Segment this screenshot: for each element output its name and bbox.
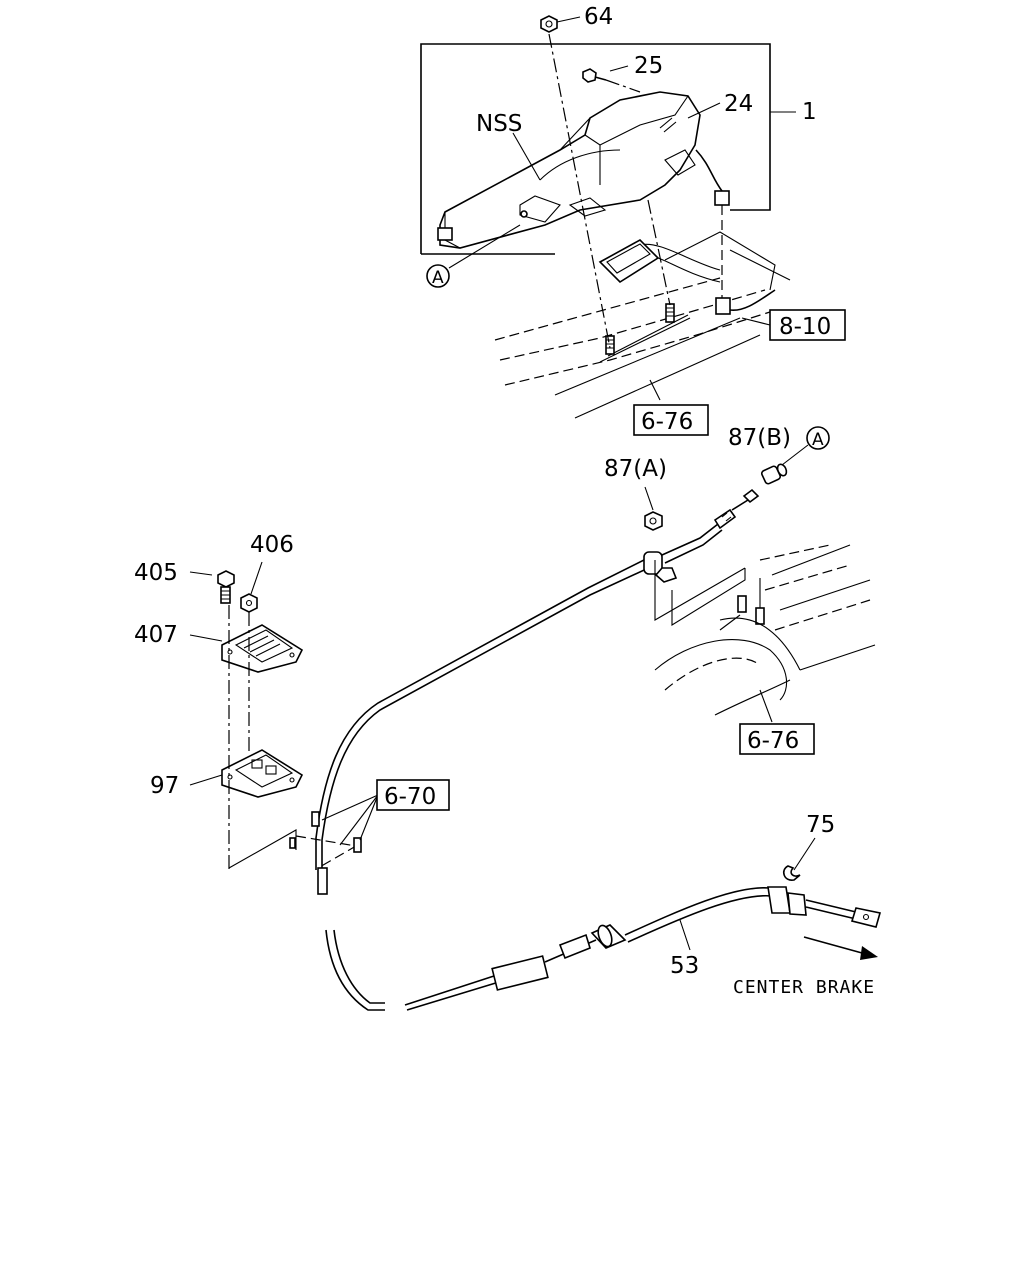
ref-6-70-label: 6-70 bbox=[384, 784, 436, 810]
callout-53: 53 bbox=[670, 953, 699, 979]
bracket-97 bbox=[221, 749, 304, 798]
callout-nss: NSS bbox=[476, 111, 522, 137]
floor-tunnel-outline bbox=[494, 231, 791, 419]
leaders-top bbox=[448, 16, 796, 401]
callout-75: 75 bbox=[806, 812, 835, 838]
harness-connector bbox=[695, 149, 776, 315]
floor-studs bbox=[605, 303, 675, 355]
ref-6-76-mid-label: 6-76 bbox=[747, 728, 799, 754]
center-brake-caption: CENTER BRAKE bbox=[733, 977, 875, 998]
bracket-assembly-left bbox=[217, 570, 362, 870]
callout-24: 24 bbox=[724, 91, 753, 117]
circle-callout-a-right-label: A bbox=[812, 430, 824, 450]
bolt-405 bbox=[217, 570, 235, 604]
ref-box-8-10[interactable]: 8-10 bbox=[769, 309, 846, 341]
callout-64: 64 bbox=[584, 4, 613, 30]
nut-406 bbox=[240, 593, 258, 613]
ref-8-10-label: 8-10 bbox=[779, 314, 831, 340]
stud-line-right bbox=[647, 199, 671, 306]
ref-box-6-70[interactable]: 6-70 bbox=[376, 779, 450, 811]
seat-belt-buckle bbox=[598, 239, 721, 284]
ref-box-6-76-mid[interactable]: 6-76 bbox=[739, 723, 815, 755]
parking-brake-lever bbox=[437, 91, 701, 249]
callout-405: 405 bbox=[134, 560, 178, 586]
bushing-87b bbox=[760, 463, 788, 485]
assembly-frame bbox=[420, 43, 771, 254]
circle-callout-a-top: A bbox=[426, 264, 450, 288]
callout-87b: 87(B) bbox=[728, 425, 791, 451]
cable-front-end bbox=[643, 488, 760, 583]
callout-406: 406 bbox=[250, 532, 294, 558]
rear-cable-53 bbox=[558, 865, 882, 960]
nut-87a bbox=[644, 511, 663, 531]
screw-25 bbox=[582, 68, 607, 83]
callout-25: 25 bbox=[634, 53, 663, 79]
callout-1: 1 bbox=[802, 99, 817, 125]
stud-line-left bbox=[548, 33, 611, 349]
callout-407: 407 bbox=[134, 622, 178, 648]
ref-6-76-top-label: 6-76 bbox=[641, 409, 693, 435]
nut-64 bbox=[540, 15, 558, 33]
ref-box-6-76-top[interactable]: 6-76 bbox=[633, 404, 709, 436]
circle-callout-a-top-label: A bbox=[432, 268, 444, 288]
direction-arrow bbox=[803, 936, 878, 960]
tunnel-section-mid bbox=[654, 544, 876, 716]
callout-87a: 87(A) bbox=[604, 456, 667, 482]
screw-line bbox=[605, 79, 641, 93]
circle-callout-a-right: A bbox=[806, 426, 830, 450]
front-cable bbox=[315, 463, 788, 1011]
callout-97: 97 bbox=[150, 773, 179, 799]
bracket-407 bbox=[221, 624, 304, 673]
leaders-lower bbox=[189, 444, 816, 951]
lever-assembly-group bbox=[420, 15, 791, 419]
